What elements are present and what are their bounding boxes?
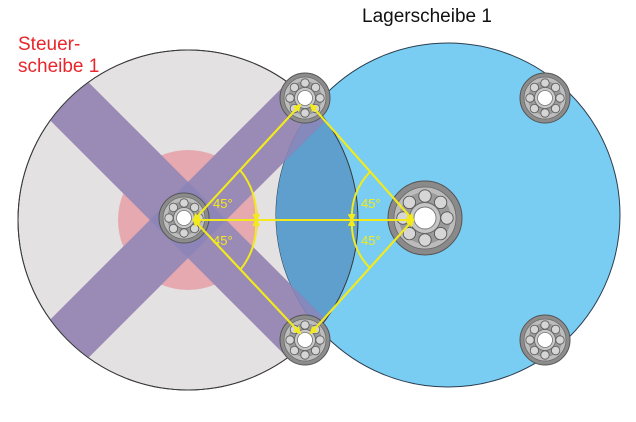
ball-bearing-icon [387,180,463,256]
angle-label: 45° [361,196,381,211]
ball-bearing-icon [279,314,331,366]
steuerscheibe-label-line2: scheibe 1 [18,56,99,77]
geometry-arrows [192,103,415,335]
ball-bearing-icon [158,192,210,244]
ball-bearing-icon [279,72,331,124]
steuerscheibe-label-line1: Steuer- [18,34,80,55]
lagerscheibe-label: Lagerscheibe 1 [362,6,492,27]
angle-label: 45° [213,196,233,211]
angle-label: 45° [213,233,233,248]
ball-bearing-icon [519,314,571,366]
angle-label: 45° [361,233,381,248]
ball-bearing-icon [519,72,571,124]
